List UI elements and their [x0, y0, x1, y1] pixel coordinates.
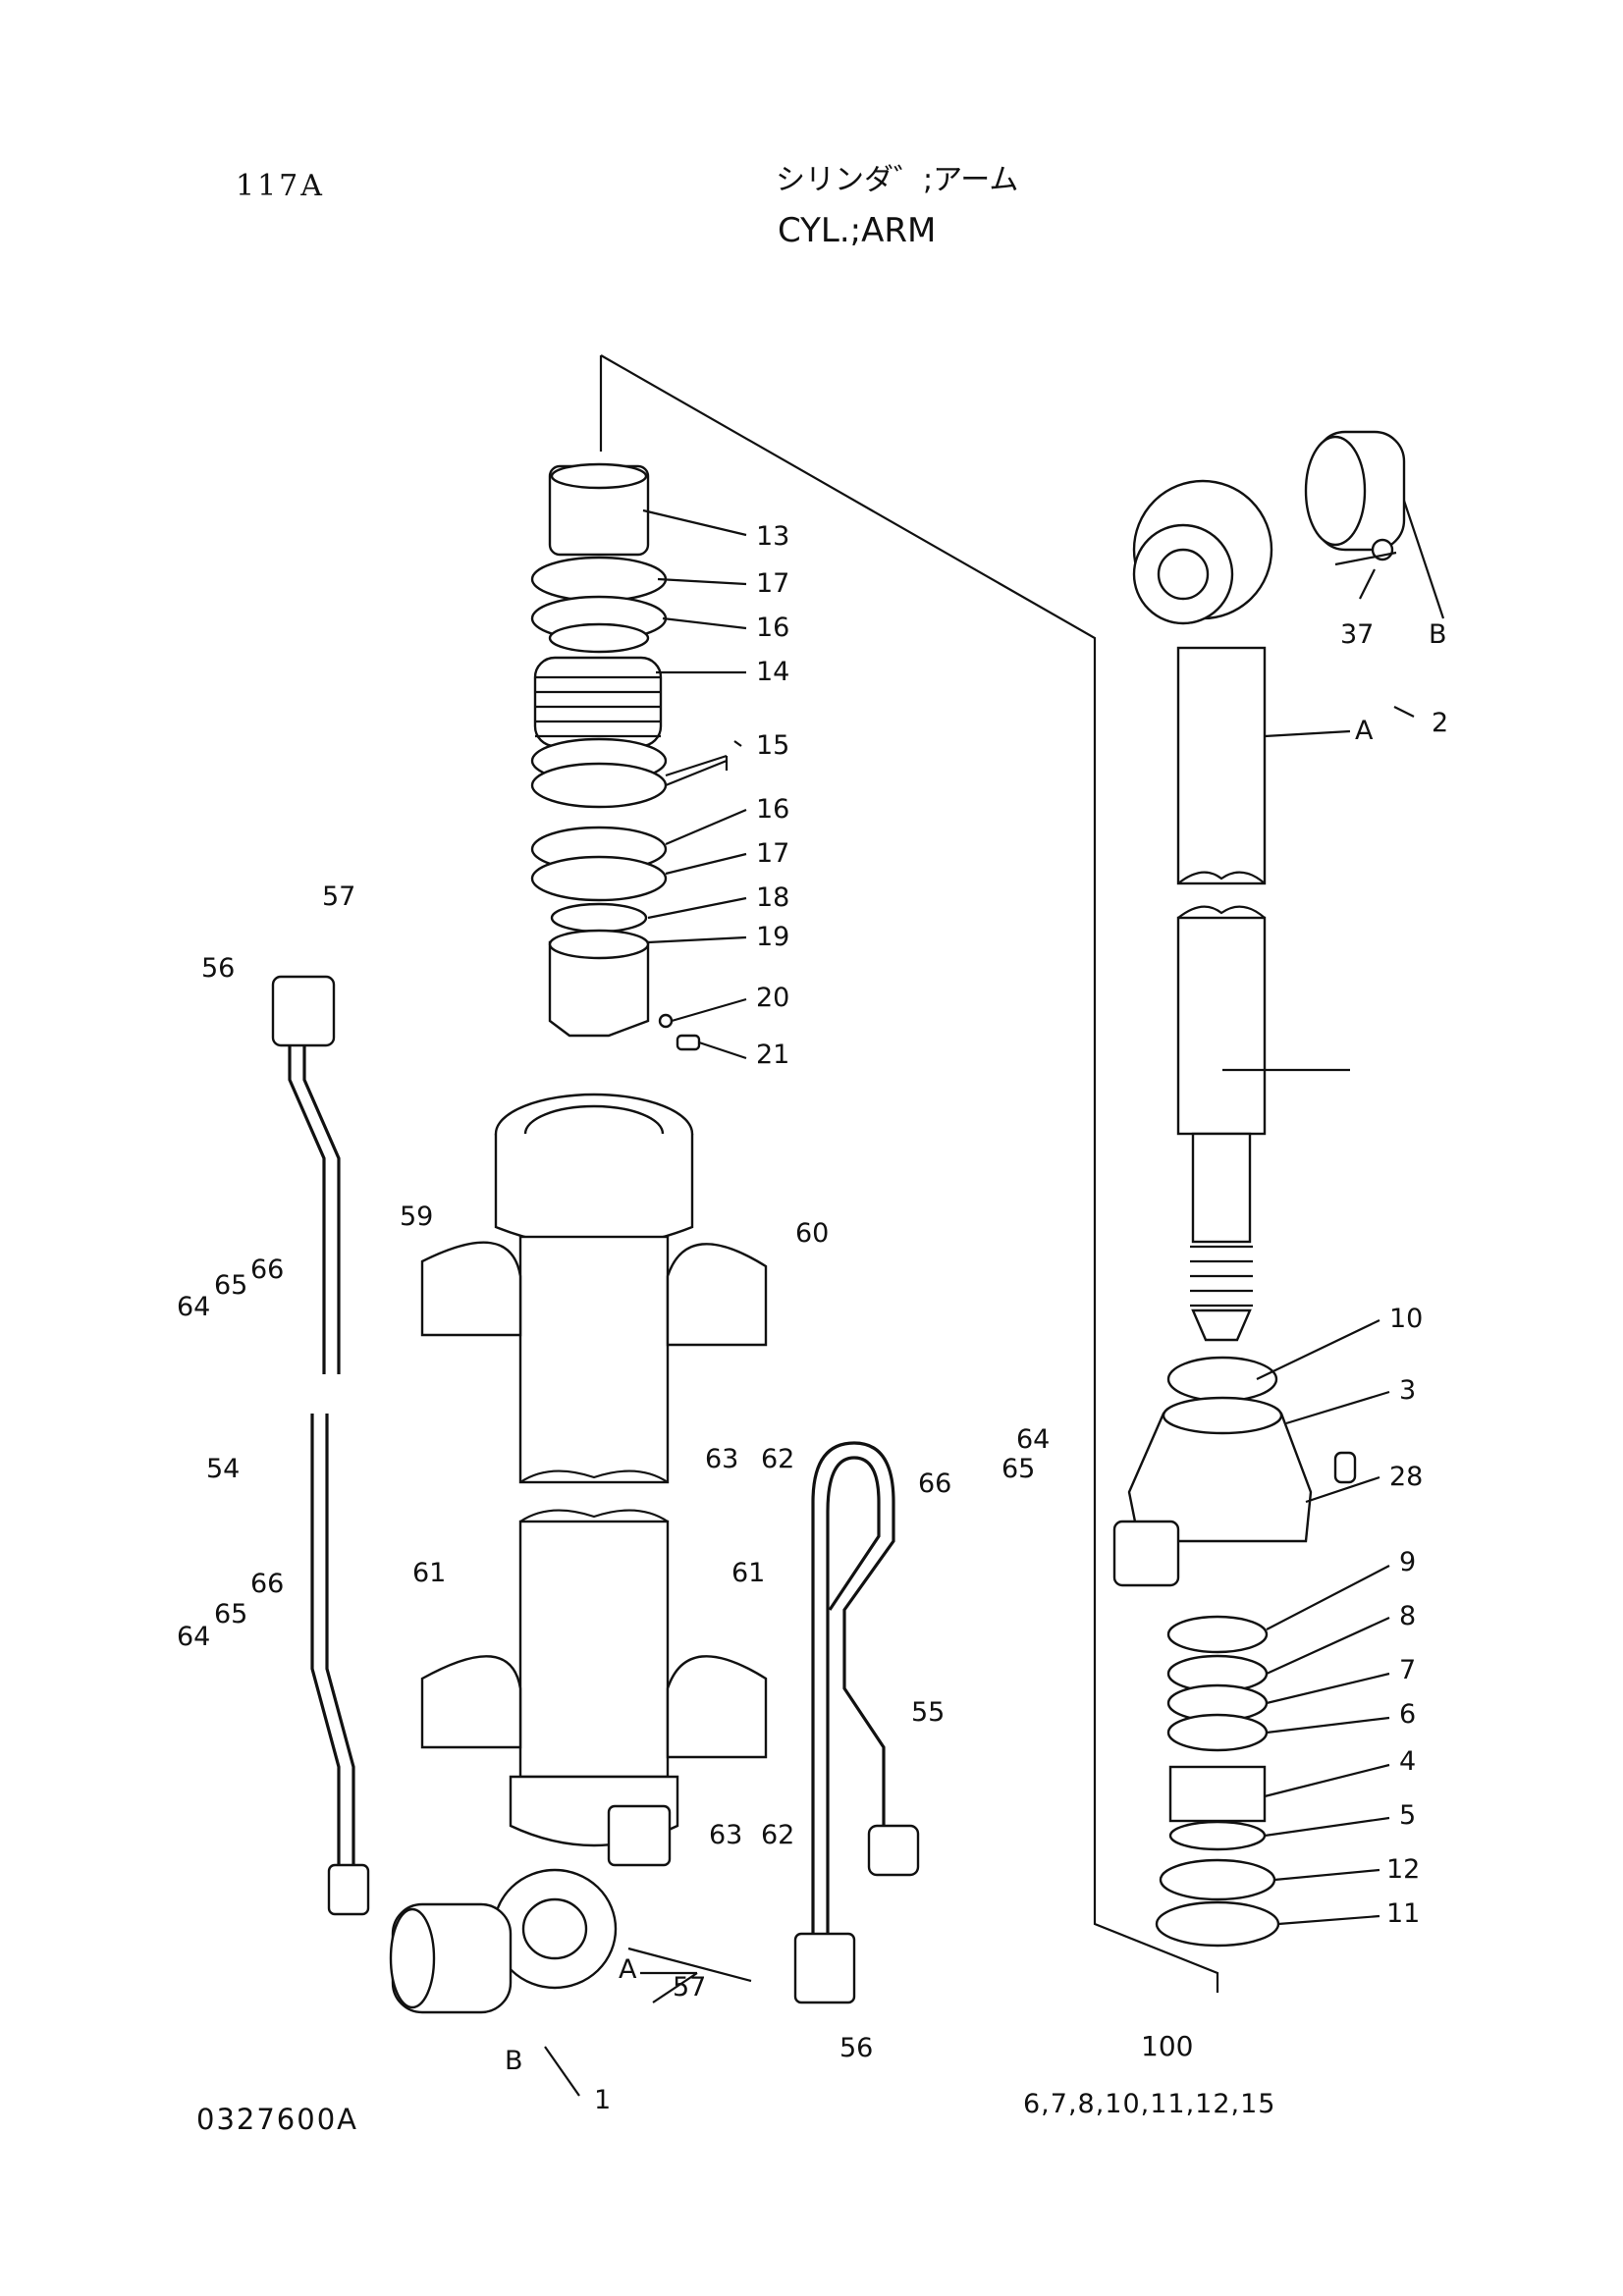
callout: B	[1429, 619, 1447, 650]
callout: 13	[756, 521, 789, 552]
callout: B	[505, 2046, 523, 2076]
callout: 64	[177, 1622, 210, 1652]
cylinder-tube	[389, 1093, 768, 2014]
drawing-number: 0327600A	[196, 2103, 358, 2136]
piston-seal-stack	[530, 462, 701, 1051]
callout: 9	[1399, 1547, 1416, 1577]
callout: 21	[756, 1040, 789, 1070]
callout: 56	[839, 2033, 873, 2063]
callout-labels: 13 17 16 14 15 16 17 18 19 20 21 57 56 5…	[177, 521, 1448, 2115]
callout: 1	[594, 2085, 611, 2115]
piston-rod	[1132, 430, 1406, 1342]
callout: 16	[756, 613, 789, 643]
callout: 2	[1432, 708, 1448, 738]
leader-lines	[544, 500, 1445, 2097]
callout: 16	[756, 794, 789, 825]
callout: 3	[1399, 1375, 1416, 1406]
callout: 7	[1399, 1655, 1416, 1685]
callout: 18	[756, 882, 789, 913]
callout: 11	[1386, 1898, 1420, 1929]
callout: 64	[1016, 1424, 1050, 1455]
callout: 65	[214, 1270, 247, 1301]
callout: 5	[1399, 1800, 1416, 1831]
callout: 17	[756, 568, 789, 599]
callout: 8	[1399, 1601, 1416, 1631]
callout: 62	[761, 1820, 794, 1850]
callout: 63	[709, 1820, 742, 1850]
callout: 61	[412, 1558, 446, 1588]
callout: 57	[322, 881, 355, 912]
callout: 59	[400, 1201, 433, 1232]
page-code: 117A	[236, 169, 325, 203]
callout: 62	[761, 1444, 794, 1474]
callout: 4	[1399, 1746, 1416, 1777]
callout: 56	[201, 953, 235, 984]
callout: 64	[177, 1292, 210, 1322]
callout: 65	[1001, 1454, 1035, 1484]
callout: 14	[756, 657, 789, 687]
callout: 66	[250, 1569, 284, 1599]
callout: 65	[214, 1599, 247, 1629]
callout: 12	[1386, 1854, 1420, 1885]
callout: 63	[705, 1444, 738, 1474]
callout: 60	[795, 1218, 829, 1249]
callout: 54	[206, 1454, 240, 1484]
assembly-line	[599, 354, 1219, 1993]
callout: A	[619, 1954, 637, 1985]
title-english: CYL.;ARM	[778, 211, 937, 250]
callout: 19	[756, 922, 789, 952]
callout: 28	[1389, 1462, 1423, 1492]
hydraulic-pipes	[271, 975, 920, 2004]
callout: 6	[1399, 1699, 1416, 1730]
kit-contents: 6,7,8,10,11,12,15	[1023, 2089, 1276, 2119]
rod-gland-stack	[1112, 1356, 1357, 1948]
callout: 66	[918, 1468, 951, 1499]
callout: A	[1355, 716, 1374, 746]
callout: 55	[911, 1697, 945, 1728]
callout: 10	[1389, 1304, 1423, 1334]
callout: 37	[1340, 619, 1374, 650]
kit-number: 100	[1141, 2030, 1194, 2062]
callout: 66	[250, 1255, 284, 1285]
callout: 17	[756, 838, 789, 869]
title-japanese: シリンダ゛;アーム	[776, 163, 1019, 197]
callout: 15	[756, 730, 789, 761]
callout: 61	[731, 1558, 765, 1588]
callout: 20	[756, 983, 789, 1013]
